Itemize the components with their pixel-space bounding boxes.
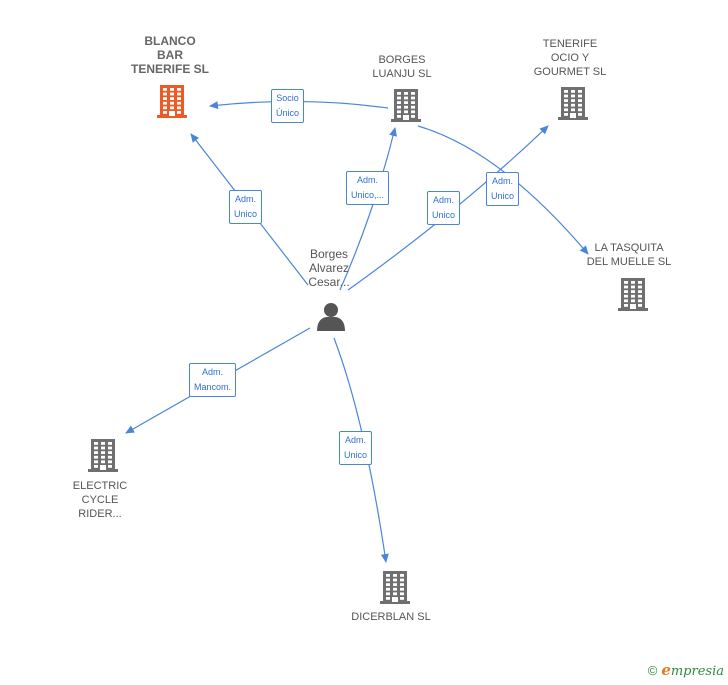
edge-label-adm-unico: Adm. Unico,... <box>346 171 390 205</box>
company-tasquita-label[interactable]: LA TASQUITA DEL MUELLE SL <box>586 242 672 268</box>
edge-label-adm-unico: Adm. Unico <box>427 191 461 225</box>
company-dicerblan-label[interactable]: DICERBLAN SL <box>351 611 431 623</box>
building-icon <box>380 571 410 604</box>
building-icon <box>618 278 648 311</box>
building-icon <box>157 85 187 118</box>
empresia-logo: ©empresia <box>647 661 724 679</box>
company-electric-label[interactable]: ELECTRIC CYCLE RIDER... <box>72 480 128 520</box>
edge-label-adm-unico: Adm. Unico <box>229 190 263 224</box>
company-tenerife-ocio-label[interactable]: TENERIFE OCIO Y GOURMET SL <box>533 38 607 78</box>
edge-label-adm-mancom: Adm. Mancom. <box>189 363 237 397</box>
person-label[interactable]: Borges Alvarez Cesar... <box>308 247 350 289</box>
person-icon <box>317 303 345 331</box>
edge-luanju-to-tasquita <box>417 125 589 255</box>
company-borges-luanju-label[interactable]: BORGES LUANJU SL <box>372 54 432 80</box>
building-icon <box>391 89 421 122</box>
edge-label-adm-unico: Adm. Unico <box>339 431 373 465</box>
edge-person-to-luanju <box>339 127 397 291</box>
copyright-symbol: © <box>647 663 658 678</box>
building-icon <box>558 87 588 120</box>
edge-label-socio-unico: Socio Único <box>271 89 305 123</box>
edge-label-adm-unico: Adm. Unico <box>486 172 520 206</box>
building-icon <box>88 439 118 472</box>
company-blanco-label[interactable]: BLANCO BAR TENERIFE SL <box>130 34 209 76</box>
